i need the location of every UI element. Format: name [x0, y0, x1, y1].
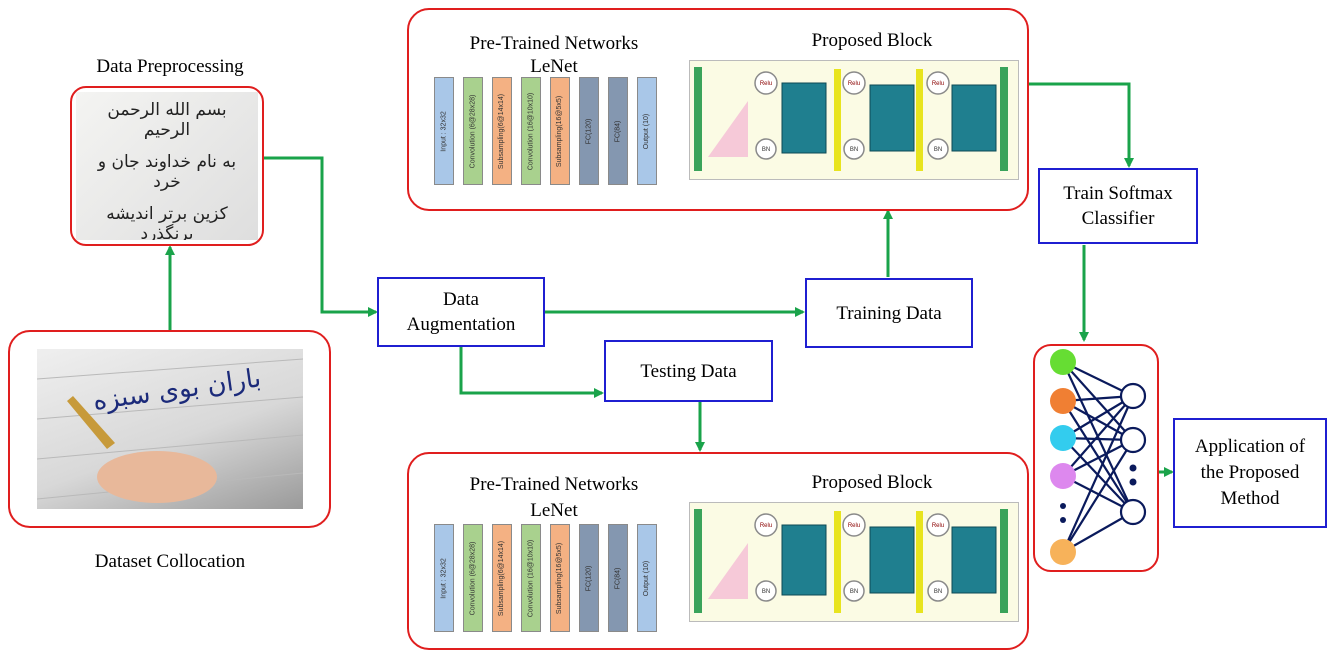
layer-fc120: FC(120) [579, 77, 599, 185]
input-node-5 [1050, 539, 1076, 565]
top-proposed-block-diagram: Relu Relu Relu BN BN BN [689, 60, 1019, 180]
svg-text:BN: BN [850, 589, 858, 595]
handwriting-line-2: به نام خداوند جان و خرد [97, 152, 237, 192]
layer-subsampling1: Subsampling(6@14x14) [492, 524, 512, 632]
arrow-top-panel-to-softmax [1029, 82, 1134, 168]
svg-text:Relu: Relu [848, 81, 860, 87]
photo-lines [37, 358, 303, 503]
svg-text:Relu: Relu [848, 523, 860, 529]
application-box: Application of the Proposed Method [1173, 418, 1327, 528]
svg-text:Relu: Relu [932, 523, 944, 529]
training-data-box: Training Data [805, 278, 973, 348]
handwriting-photo: باران بوی سبزه [37, 349, 303, 509]
output-node-2 [1119, 426, 1147, 454]
handwriting-line-3: کزین برتر اندیشه برنگذرد [106, 204, 228, 240]
layer-output: Output (10) [637, 77, 657, 185]
neural-network-graphic [1050, 349, 1147, 565]
arrow-preprocessing-to-augmentation [262, 156, 378, 317]
input-node-1 [1050, 349, 1076, 375]
layer-fc120: FC(120) [579, 524, 599, 632]
dataset-collocation-caption: Dataset Collocation [94, 551, 246, 572]
svg-text:Relu: Relu [932, 81, 944, 87]
layer-subsampling2: Subsampling(16@5x5) [550, 77, 570, 185]
layer-subsampling2: Subsampling(16@5x5) [550, 524, 570, 632]
train-softmax-box: Train Softmax Classifier [1038, 168, 1198, 244]
pen-icon [67, 396, 115, 449]
svg-text:Relu: Relu [760, 523, 772, 529]
layer-output: Output (10) [637, 524, 657, 632]
top-proposed-title: Proposed Block [811, 30, 933, 51]
layer-input: Input : 32x32 [434, 524, 454, 632]
layer-conv1: Convolution (6@28x28) [463, 524, 483, 632]
input-node-4 [1050, 463, 1076, 489]
output-node-3 [1119, 498, 1147, 526]
handwriting-line-1: بسم الله الرحمن الرحیم [107, 100, 227, 140]
hand-shape [97, 451, 217, 503]
svg-text:BN: BN [762, 147, 770, 153]
top-lenet-title: LeNet [530, 56, 578, 77]
bottom-lenet-title: LeNet [530, 500, 578, 521]
svg-text:BN: BN [762, 589, 770, 595]
bottom-network-panel: Pre-Trained Networks LeNet Proposed Bloc… [407, 452, 1029, 650]
layer-fc84: FC(84) [608, 77, 628, 185]
layer-conv2: Convolution (16@10x10) [521, 524, 541, 632]
preprocessed-handwriting-image: بسم الله الرحمن الرحیم به نام خداوند جان… [76, 92, 258, 240]
output-node-1 [1119, 382, 1147, 410]
data-augmentation-box: Data Augmentation [377, 277, 545, 347]
layer-conv1: Convolution (6@28x28) [463, 77, 483, 185]
input-node-2 [1050, 388, 1076, 414]
data-preprocessing-caption: Data Preprocessing [96, 56, 244, 77]
top-pretrained-title: Pre-Trained Networks [469, 33, 639, 54]
layer-conv2: Convolution (16@10x10) [521, 77, 541, 185]
layer-input: Input : 32x32 [434, 77, 454, 185]
svg-text:Relu: Relu [760, 81, 772, 87]
layer-fc84: FC(84) [608, 524, 628, 632]
top-network-panel: Pre-Trained Networks LeNet Proposed Bloc… [407, 8, 1029, 211]
testing-data-box: Testing Data [604, 340, 773, 402]
bottom-pretrained-title: Pre-Trained Networks [469, 474, 639, 495]
svg-text:BN: BN [934, 589, 942, 595]
input-node-3 [1050, 425, 1076, 451]
bottom-proposed-title: Proposed Block [811, 472, 933, 493]
bottom-lenet-layers: Input : 32x32 Convolution (6@28x28) Subs… [434, 522, 684, 632]
arrow-augmentation-to-testing [459, 346, 604, 398]
layer-subsampling1: Subsampling(6@14x14) [492, 77, 512, 185]
svg-text:BN: BN [850, 147, 858, 153]
svg-text:BN: BN [934, 147, 942, 153]
bottom-proposed-block-diagram: Relu Relu Relu BN BN BN [689, 502, 1019, 622]
top-lenet-layers: Input : 32x32 Convolution (6@28x28) Subs… [434, 75, 684, 185]
